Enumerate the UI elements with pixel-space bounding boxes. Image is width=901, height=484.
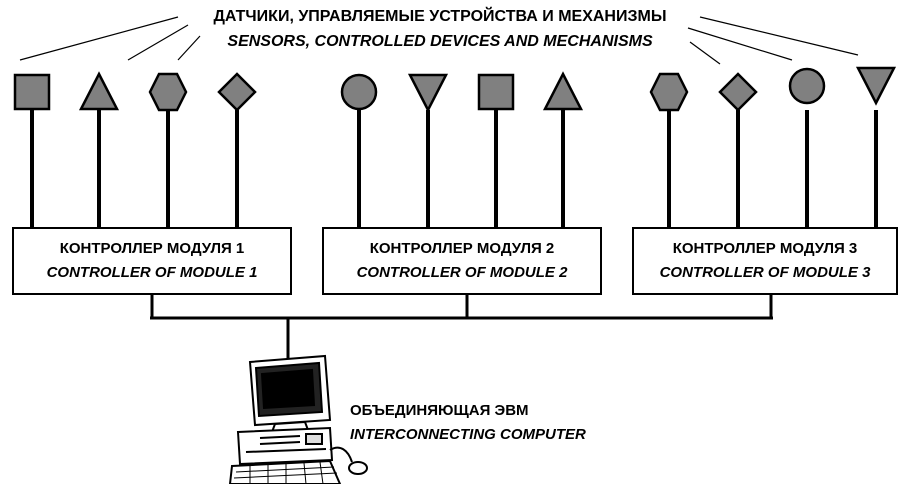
header-connector-lines [19, 16, 859, 65]
controller-box-2 [322, 227, 602, 295]
device-diamond-icon [718, 72, 758, 112]
header-title-ru: ДАТЧИКИ, УПРАВЛЯЕМЫЕ УСТРОЙСТВА И МЕХАНИ… [213, 8, 667, 25]
device-square-icon [477, 73, 515, 111]
device-square-icon [13, 73, 51, 111]
device-stems [30, 108, 878, 228]
devices [13, 66, 897, 113]
device-hexagon-icon [649, 72, 689, 112]
device-diamond-icon [217, 72, 257, 112]
computer-label-en: INTERCONNECTING COMPUTER [350, 426, 586, 443]
device-triangle-down-icon [407, 73, 449, 113]
controller-1-label-ru: КОНТРОЛЛЕР МОДУЛЯ 1 [59, 240, 245, 257]
controller-box-1 [12, 227, 292, 295]
device-circle-icon [340, 73, 378, 111]
controller-2-label-ru: КОНТРОЛЛЕР МОДУЛЯ 2 [369, 240, 555, 257]
device-circle-icon [788, 67, 826, 105]
controller-3-label-en: CONTROLLER OF MODULE 3 [659, 264, 871, 281]
device-triangle-down-icon [855, 66, 897, 106]
controller-3-label-ru: КОНТРОЛЛЕР МОДУЛЯ 3 [672, 240, 858, 257]
computer-icon [228, 354, 368, 484]
device-hexagon-icon [148, 72, 188, 112]
device-triangle-up-icon [78, 71, 120, 111]
header-title-en: SENSORS, CONTROLLED DEVICES AND MECHANIS… [227, 33, 653, 50]
controller-2-label-en: CONTROLLER OF MODULE 2 [356, 264, 568, 281]
controller-1-label-en: CONTROLLER OF MODULE 1 [46, 264, 258, 281]
controller-boxes [12, 227, 898, 295]
controller-box-3 [632, 227, 898, 295]
computer-label-ru: ОБЪЕДИНЯЮЩАЯ ЭВМ [350, 402, 529, 419]
device-triangle-up-icon [542, 71, 584, 111]
bus-lines [150, 294, 773, 360]
